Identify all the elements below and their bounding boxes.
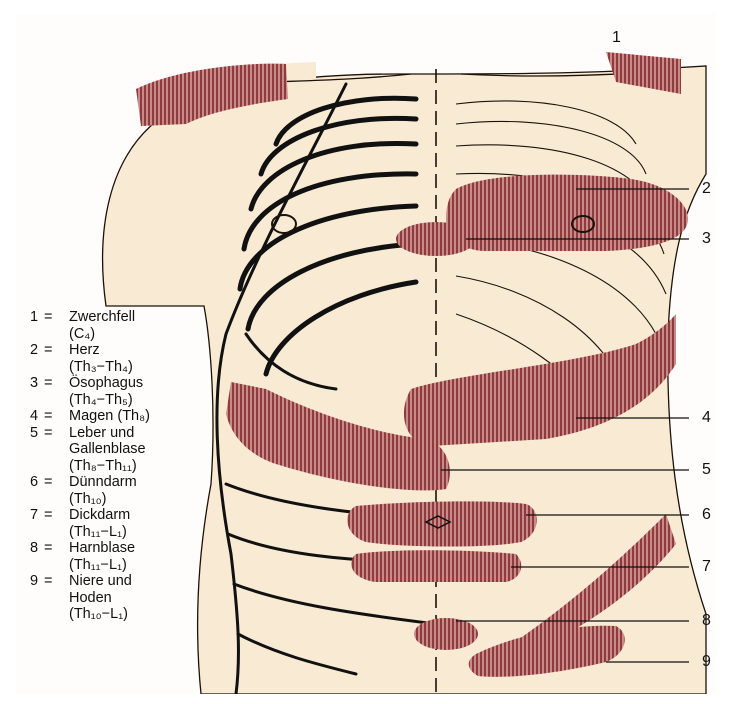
legend-entry: 3=Ösophagus (Th₄−Th₅) — [30, 375, 208, 408]
legend-text: Ösophagus (Th₄−Th₅) — [69, 375, 143, 408]
callout-number: 8 — [702, 613, 711, 629]
legend-entry: 5=Leber und Gallenblase (Th₈−Th₁₁) — [30, 425, 208, 475]
callout-number: 2 — [702, 181, 711, 197]
callout-number: 5 — [702, 462, 711, 478]
callout-number: 3 — [702, 231, 711, 247]
legend-entry: 6=Dünndarm (Th₁₀) — [30, 474, 208, 507]
legend-key: 3 — [30, 375, 44, 408]
legend-entry: 8=Harnblase (Th₁₁−L₁) — [30, 540, 208, 573]
legend-equals: = — [44, 425, 69, 475]
legend-equals: = — [44, 375, 69, 408]
legend-entry: 4=Magen (Th₈) — [30, 408, 208, 425]
legend-text: Dünndarm (Th₁₀) — [69, 474, 137, 507]
callout-number: 1 — [612, 30, 621, 46]
callout-number: 9 — [702, 654, 711, 670]
legend-entry: 1=Zwerchfell (C₄) — [30, 309, 208, 342]
legend-equals: = — [44, 507, 69, 540]
legend-key: 9 — [30, 573, 44, 623]
legend-entry: 9=Niere und Hoden (Th₁₀−L₁) — [30, 573, 208, 623]
legend-text: Dickdarm (Th₁₁−L₁) — [69, 507, 130, 540]
legend-key: 2 — [30, 342, 44, 375]
legend-key: 8 — [30, 540, 44, 573]
callout-number: 6 — [702, 507, 711, 523]
legend-text: Zwerchfell (C₄) — [69, 309, 135, 342]
legend-text: Magen (Th₈) — [69, 408, 150, 425]
legend-text: Niere und Hoden (Th₁₀−L₁) — [69, 573, 132, 623]
legend-equals: = — [44, 573, 69, 623]
legend-text: Leber und Gallenblase (Th₈−Th₁₁) — [69, 425, 146, 475]
zone-6-small-intestine — [347, 501, 536, 546]
legend-key: 5 — [30, 425, 44, 475]
legend-key: 4 — [30, 408, 44, 425]
legend-entry: 7=Dickdarm (Th₁₁−L₁) — [30, 507, 208, 540]
legend-text: Herz (Th₃−Th₄) — [69, 342, 133, 375]
legend-entry: 2=Herz (Th₃−Th₄) — [30, 342, 208, 375]
legend-equals: = — [44, 342, 69, 375]
zone-7-large-intestine — [351, 550, 521, 582]
legend-equals: = — [44, 309, 69, 342]
legend-equals: = — [44, 408, 69, 425]
legend-equals: = — [44, 540, 69, 573]
zone-8-bladder — [414, 618, 478, 650]
legend-equals: = — [44, 474, 69, 507]
legend-text: Harnblase (Th₁₁−L₁) — [69, 540, 135, 573]
legend-key: 6 — [30, 474, 44, 507]
callout-number: 4 — [702, 410, 711, 426]
zone-3-esophagus — [396, 222, 476, 256]
legend: 1=Zwerchfell (C₄) 2=Herz (Th₃−Th₄) 3=Öso… — [30, 309, 208, 623]
legend-key: 7 — [30, 507, 44, 540]
legend-key: 1 — [30, 309, 44, 342]
callout-number: 7 — [702, 559, 711, 575]
